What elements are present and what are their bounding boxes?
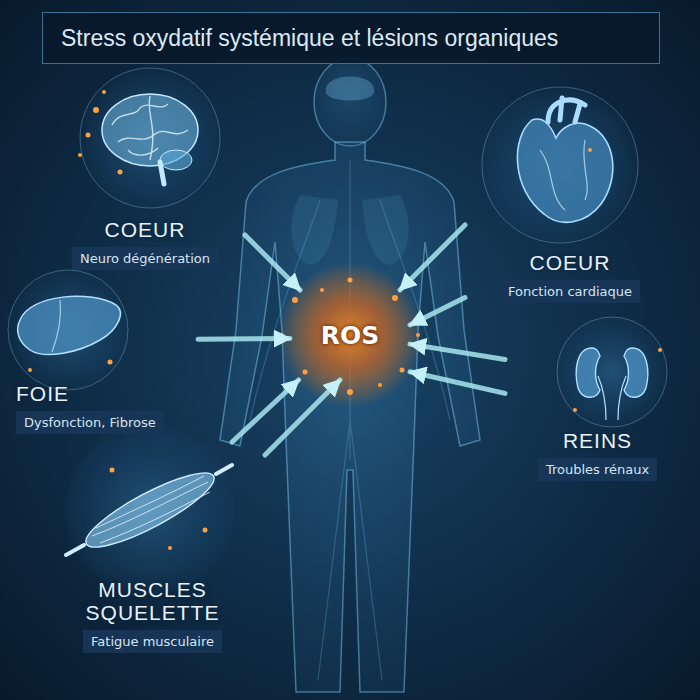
particle	[102, 90, 106, 94]
organ-node: COEUR Fonction cardiaque	[465, 92, 675, 307]
organ-label: REINS	[563, 429, 632, 452]
particles	[28, 90, 662, 550]
title-text: Stress oxydatif systémique et lésions or…	[61, 25, 558, 52]
particle	[400, 368, 405, 373]
arrow-connector	[410, 298, 465, 326]
liver-lobe	[52, 300, 61, 352]
particle	[320, 288, 324, 292]
muscle-circle	[65, 425, 235, 595]
organ-caption: Fatigue musculaire	[83, 630, 222, 653]
tendon	[66, 465, 232, 555]
cerebellum	[160, 150, 192, 170]
kidney-circle	[557, 317, 667, 427]
lung	[362, 195, 409, 265]
particle	[86, 133, 91, 138]
organ-caption: Neuro dégénération	[72, 247, 218, 270]
particle	[110, 468, 115, 473]
torso	[220, 142, 480, 692]
heart-vessels	[540, 140, 587, 210]
heart-circle	[482, 87, 638, 243]
ros-label: ROS	[321, 321, 380, 350]
particle	[28, 368, 32, 372]
lung	[291, 195, 338, 265]
particle	[348, 278, 353, 283]
arrow-connector	[245, 235, 300, 290]
arrow-connector	[410, 344, 505, 359]
particle	[118, 170, 123, 175]
brain-circle	[80, 68, 220, 208]
ros-glow	[278, 263, 422, 407]
kidney-icon	[576, 348, 648, 420]
particle	[303, 370, 308, 375]
arrow-connector	[265, 380, 340, 455]
organ-node: MUSCLES SQUELETTE Fatigue musculaire	[40, 442, 265, 657]
muscle-icon	[66, 461, 232, 559]
ros-node: ROS	[290, 290, 410, 380]
aorta	[548, 98, 585, 122]
particle	[378, 383, 382, 387]
particle	[658, 348, 662, 352]
organ-node: REINS Troubles rénaux	[505, 330, 690, 485]
arrow-connector	[410, 372, 505, 394]
particle	[108, 360, 113, 365]
arrow-connector	[198, 336, 290, 342]
brain-icon	[102, 94, 198, 184]
heart-icon	[517, 98, 612, 222]
particle	[588, 148, 592, 152]
organ-label: COEUR	[530, 251, 611, 274]
particle	[203, 528, 208, 533]
particle	[347, 389, 353, 395]
organ-caption: Fonction cardiaque	[500, 280, 640, 303]
head-brain	[326, 77, 374, 101]
particle	[168, 546, 172, 550]
particle	[416, 333, 420, 337]
heart	[517, 119, 612, 222]
head	[314, 58, 386, 146]
organ-node: COEUR Neuro dégénération	[45, 74, 245, 274]
particle	[392, 295, 398, 301]
brain-stem	[160, 162, 164, 184]
ureter	[598, 376, 626, 420]
organ-caption: Dysfonction, Fibrose	[16, 411, 164, 434]
particle	[78, 153, 82, 157]
organ-label: COEUR	[105, 218, 186, 241]
muscle-fibres	[92, 476, 210, 543]
organ-label: MUSCLES SQUELETTE	[83, 578, 223, 624]
liver	[18, 296, 121, 354]
title-box: Stress oxydatif systémique et lésions or…	[42, 12, 660, 64]
body-silhouette	[220, 58, 480, 692]
kidney	[576, 348, 600, 397]
vessels	[250, 160, 450, 680]
organ-circles	[8, 68, 667, 595]
organ-node: FOIE Dysfonction, Fibrose	[8, 268, 198, 438]
organ-caption: Troubles rénaux	[538, 458, 657, 481]
particle	[292, 297, 298, 303]
muscle	[78, 461, 221, 559]
particle	[573, 408, 577, 412]
particle	[93, 107, 99, 113]
kidney	[624, 348, 648, 397]
organ-label: FOIE	[16, 382, 69, 405]
liver-circle	[8, 270, 128, 390]
ros-halo	[278, 263, 422, 407]
liver-icon	[18, 296, 121, 354]
arrow-connector	[400, 225, 465, 290]
